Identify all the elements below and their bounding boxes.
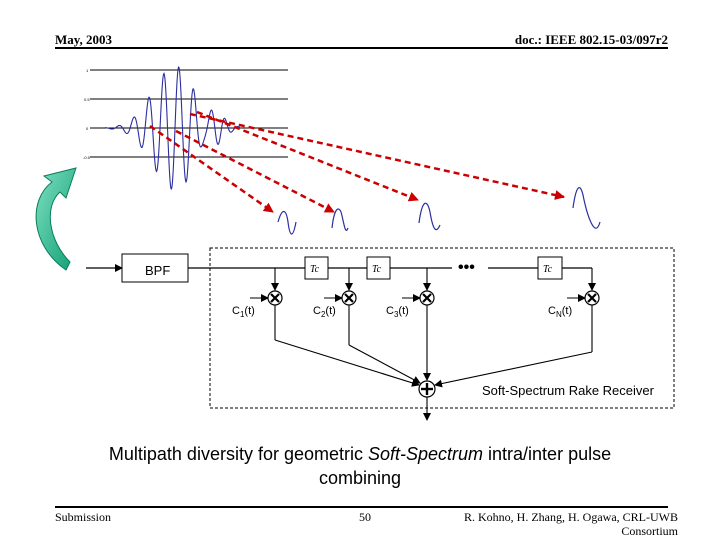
footer-divider [55,506,668,508]
combining-lines [274,305,593,421]
path-arrow-4 [189,112,565,200]
caption-emphasis: Soft-Spectrum [367,444,484,464]
header-date: May, 2003 [55,32,113,47]
delay-label-2: Tc [372,264,382,275]
summer-plus-icon [418,380,436,398]
figure-caption: Multipath diversity for geometric Soft-S… [60,442,660,490]
footer-authors: R. Kohno, H. Zhang, H. Ogawa, CRL-UWB Co… [464,510,678,538]
ellipsis-dots: ••• [458,259,475,276]
separated-pulses [277,186,601,235]
pulse-4 [572,186,601,229]
multiplier-nodes [267,290,600,306]
delay-blocks: Tc Tc Tc [304,256,563,280]
delay-label-n: Tc [543,264,553,275]
multiplier-icon-1 [267,290,283,306]
multiplier-icon-n [584,290,600,306]
received-waveform-plot: 1 0.5 0 -0.5 [83,66,288,190]
header-divider [55,47,668,49]
multiplier-icon-2 [341,290,357,306]
svg-text:-0.5: -0.5 [83,155,91,160]
coefficient-labels: C1(t) C2(t) C3(t) CN(t) [232,305,572,319]
receiver-label: Soft-Spectrum Rake Receiver [482,383,655,398]
footer-page-number: 50 [359,510,371,524]
footer-authors-line1: R. Kohno, H. Zhang, H. Ogawa, CRL-UWB [464,510,678,524]
multiplier-icon-3 [419,290,435,306]
pulse-1 [277,210,297,235]
header-doc-id: doc.: IEEE 802.15-03/097r2 [514,32,668,47]
footer-submission: Submission [55,510,112,524]
pulse-2 [331,208,349,231]
feedback-curved-arrow-icon [35,167,77,271]
bpf-block [121,253,189,283]
svg-text:0: 0 [86,126,89,131]
caption-suffix: intra/inter pulse [483,444,612,464]
caption-line2: combining [318,468,402,488]
footer-authors-line2: Consortium [621,524,678,538]
path-arrow-1 [149,124,274,214]
bpf-label: BPF [145,263,170,278]
delay-label-1: Tc [310,264,320,275]
coef-label-n: CN(t) [548,305,572,319]
receiver-frame [209,247,675,409]
svg-text:1: 1 [86,68,89,73]
path-arrow-3 [196,110,419,202]
caption-prefix: Multipath diversity for geometric [108,444,368,464]
coef-label-3: C3(t) [386,305,409,319]
coef-label-2: C2(t) [313,305,336,319]
svg-text:0.5: 0.5 [84,97,90,102]
pulse-3 [418,202,441,231]
received-waveform [104,66,241,190]
multipath-arrows [149,110,565,214]
coef-label-1: C1(t) [232,305,255,319]
